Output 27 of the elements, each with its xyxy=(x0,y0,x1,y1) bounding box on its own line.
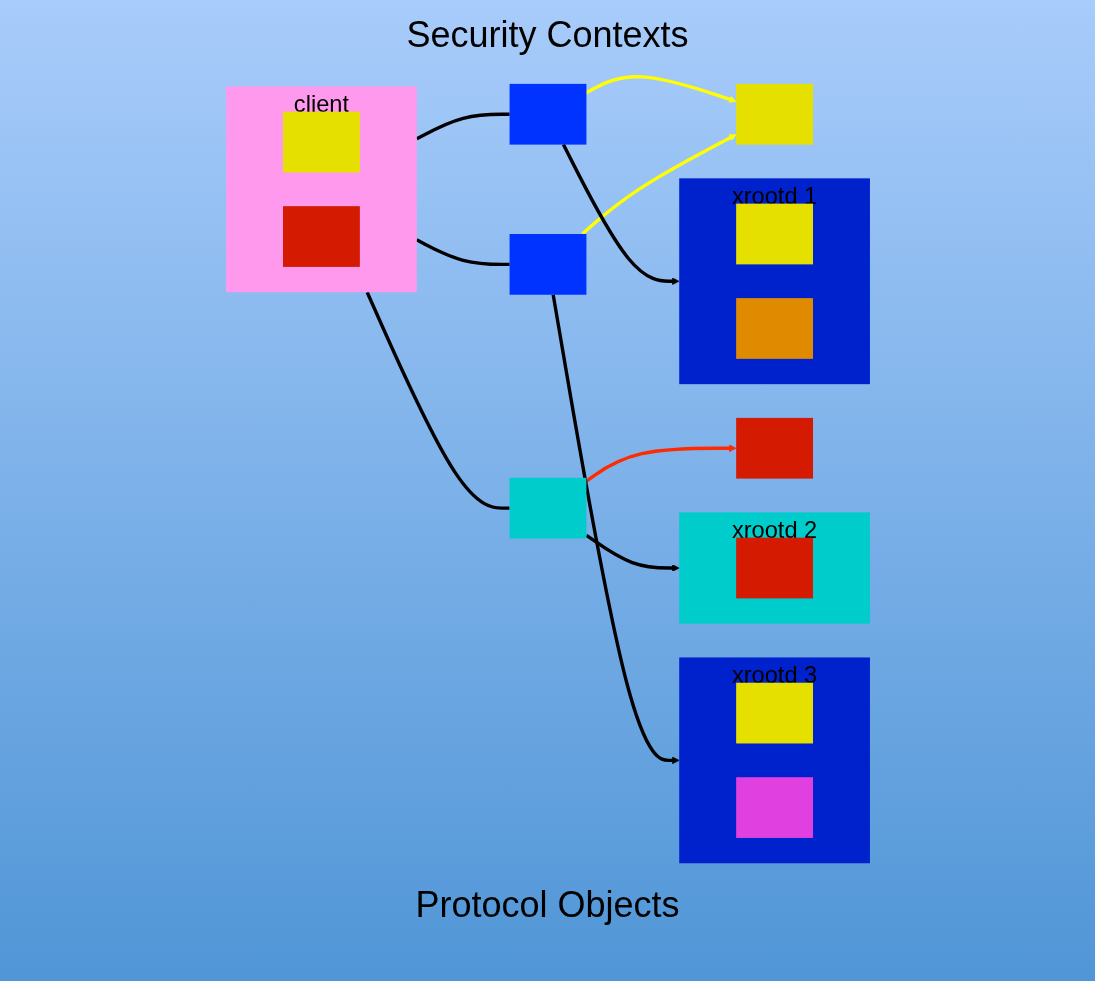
node-box xyxy=(735,203,813,265)
section-caption: Security Contexts xyxy=(406,14,689,56)
cluster: client xyxy=(225,86,417,293)
node-box xyxy=(735,777,813,838)
node-box xyxy=(735,682,813,744)
section-caption: Protocol Objects xyxy=(415,884,680,926)
node-box xyxy=(509,83,586,145)
connector xyxy=(365,291,510,510)
arrow xyxy=(584,444,736,483)
node-box xyxy=(735,298,813,359)
cluster: xrootd 1 xyxy=(678,178,870,385)
arrow xyxy=(561,143,680,285)
node-box xyxy=(282,111,360,173)
arrow xyxy=(551,294,680,765)
arrow xyxy=(585,75,736,103)
node-box xyxy=(509,234,586,295)
node-box xyxy=(282,206,360,267)
arrow xyxy=(584,533,680,572)
cluster: xrootd 3 xyxy=(678,657,870,864)
node-box xyxy=(509,477,586,539)
connector xyxy=(415,238,510,267)
node-box xyxy=(735,417,813,479)
arrow xyxy=(580,134,736,236)
node-box xyxy=(735,537,813,599)
node-box xyxy=(735,83,813,145)
cluster: xrootd 2 xyxy=(678,512,870,624)
connector xyxy=(415,112,510,141)
